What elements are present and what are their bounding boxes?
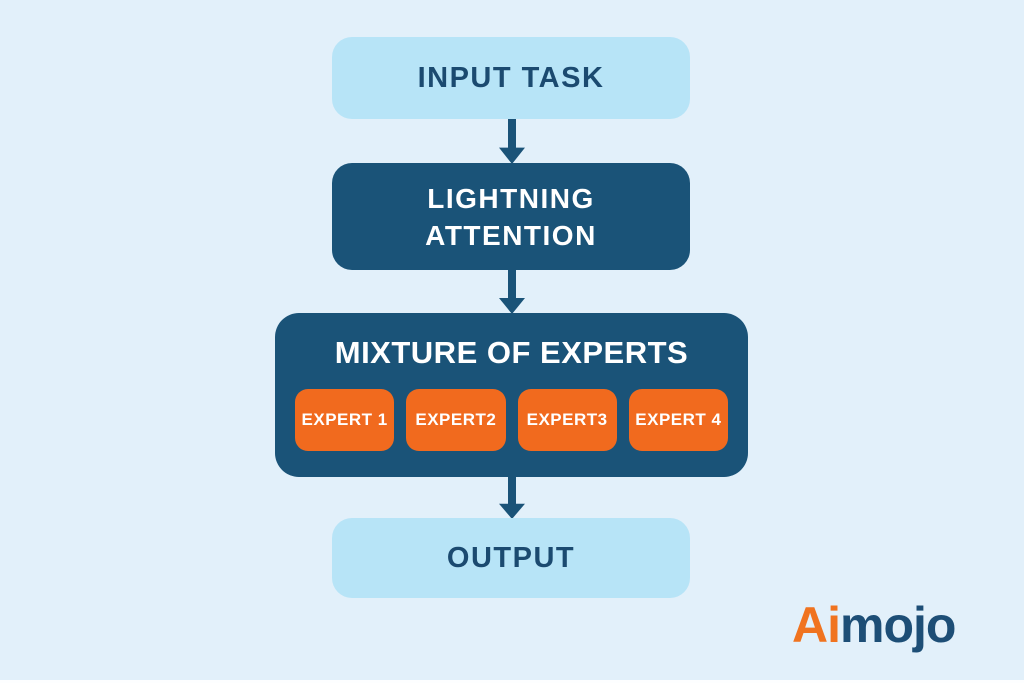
mixture-of-experts-node: MIXTURE OF EXPERTS EXPERT 1 EXPERT2 EXPE…	[275, 313, 748, 477]
expert-chip: EXPERT 1	[295, 389, 395, 451]
output-node: OUTPUT	[332, 518, 690, 598]
expert-chip: EXPERT2	[406, 389, 506, 451]
expert-label: EXPERT 1	[301, 410, 388, 429]
experts-row: EXPERT 1 EXPERT2 EXPERT3 EXPERT 4	[295, 389, 728, 457]
aimojo-logo: Aimojo	[792, 594, 956, 656]
expert-chip: EXPERT3	[517, 389, 617, 451]
expert-chip: EXPERT 4	[628, 389, 728, 451]
arrow-down-icon	[499, 119, 525, 164]
input-task-label: INPUT TASK	[417, 61, 605, 94]
aimojo-logo-mojo: mojo	[840, 597, 956, 653]
expert-label: EXPERT3	[526, 410, 608, 429]
arrow-down-icon	[499, 270, 525, 314]
attention-label-line1: LIGHTNING	[427, 182, 595, 214]
expert-label: EXPERT2	[415, 410, 497, 429]
arrow-down-icon	[499, 477, 525, 519]
aimojo-logo-ai: Ai	[792, 597, 841, 653]
expert-label: EXPERT 4	[635, 410, 722, 429]
attention-label-line2: ATTENTION	[425, 219, 597, 251]
output-label: OUTPUT	[446, 541, 576, 574]
lightning-attention-node: LIGHTNING ATTENTION	[332, 163, 690, 270]
moe-title: MIXTURE OF EXPERTS	[334, 335, 689, 370]
input-task-node: INPUT TASK	[332, 37, 690, 119]
bottom-edge	[0, 680, 1024, 683]
